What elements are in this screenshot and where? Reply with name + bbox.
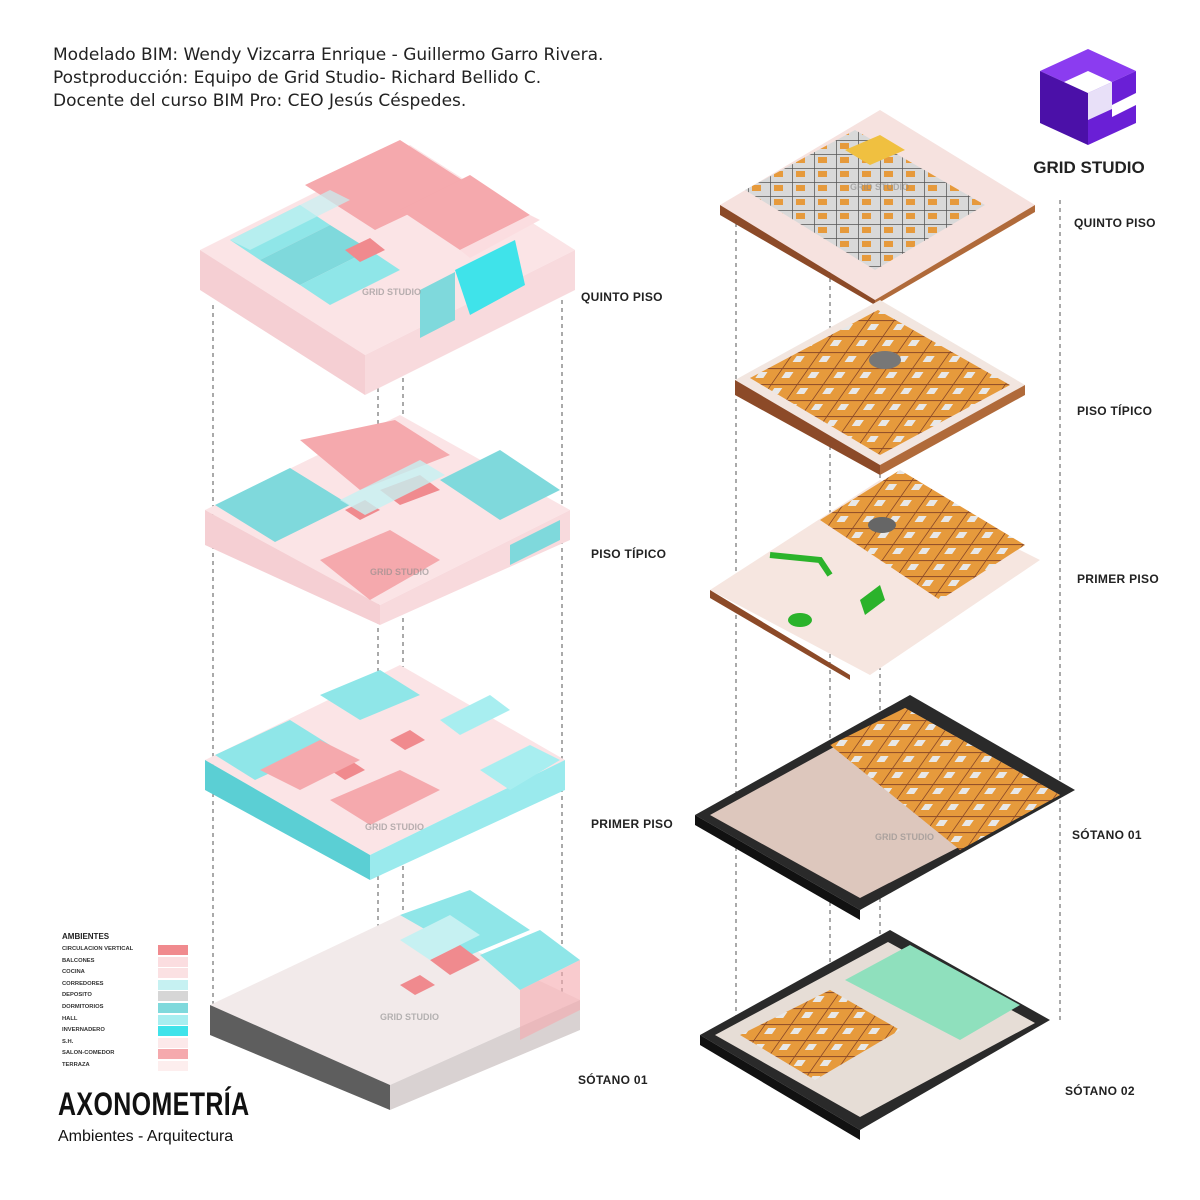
legend-item: DEPOSITO: [62, 991, 202, 1003]
watermarks: GRID STUDIO GRID STUDIO GRID STUDIO GRID…: [362, 182, 934, 1022]
left-floor-piso-tipico: [205, 415, 570, 625]
right-floor-primer-piso: [710, 470, 1040, 680]
brand-name: GRID STUDIO: [1033, 158, 1145, 177]
legend-item-label: DEPOSITO: [62, 992, 92, 999]
legend-swatch: [158, 1049, 188, 1060]
watermark-2: GRID STUDIO: [370, 567, 429, 577]
legend: AMBIENTES CIRCULACION VERTICAL BALCONES CO…: [62, 932, 202, 1073]
legend-item-label: CORREDORES: [62, 980, 104, 987]
legend-item-label: DORMITORIOS: [62, 1003, 104, 1010]
label-left-sotano-01: SÓTANO 01: [578, 1072, 648, 1087]
watermark-6: GRID STUDIO: [875, 832, 934, 842]
legend-swatch: [158, 945, 188, 955]
left-floor-quinto-piso: [200, 140, 575, 395]
legend-item-label: BALCONES: [62, 957, 95, 964]
legend-swatch: [158, 1026, 188, 1037]
legend-item: HALL: [62, 1014, 202, 1027]
credit-line-bim: Modelado BIM: Wendy Vizcarra Enrique - G…: [53, 45, 604, 65]
legend-swatch: [158, 979, 188, 990]
watermark-5: GRID STUDIO: [850, 182, 909, 192]
legend-item-label: COCINA: [62, 969, 85, 976]
right-floor-sotano-02: [700, 930, 1050, 1140]
legend-swatch: [158, 1037, 188, 1048]
credit-line-teacher: Docente del curso BIM Pro: CEO Jesús Cés…: [53, 91, 467, 111]
legend-item-label: HALL: [62, 1015, 78, 1022]
legend-swatch: [158, 956, 188, 967]
right-floor-piso-tipico: [735, 300, 1025, 475]
label-right-quinto-piso: QUINTO PISO: [1074, 216, 1156, 230]
legend-item: COCINA: [62, 968, 202, 980]
left-floor-sotano-01: [210, 890, 580, 1110]
legend-item: S.H.: [62, 1037, 202, 1050]
right-floor-sotano-01: [695, 695, 1075, 920]
legend-item-label: CIRCULACION VERTICAL: [62, 946, 134, 952]
page-title: AXONOMETRÍA: [58, 1086, 250, 1122]
label-left-quinto-piso: QUINTO PISO: [581, 290, 663, 304]
legend-item: BALCONES: [62, 956, 202, 969]
watermark-4: GRID STUDIO: [380, 1012, 439, 1022]
legend-item-label: TERRAZA: [62, 1061, 90, 1068]
legend-swatch: [158, 968, 188, 979]
credit-line-post: Postproducción: Equipo de Grid Studio- R…: [53, 68, 542, 88]
legend-item: SALON-COMEDOR: [62, 1049, 202, 1061]
label-left-piso-tipico: PISO TÍPICO: [591, 546, 666, 561]
legend-item-label: SALON-COMEDOR: [62, 1050, 115, 1057]
left-floor-primer-piso: [205, 665, 565, 880]
legend-item: TERRAZA: [62, 1060, 202, 1073]
label-right-primer-piso: PRIMER PISO: [1077, 572, 1159, 586]
legend-item: INVERNADERO: [62, 1026, 202, 1038]
legend-item-label: S.H.: [62, 1038, 74, 1045]
legend-swatch: [158, 991, 188, 1002]
legend-item: DORMITORIOS: [62, 1002, 202, 1015]
legend-rows: CIRCULACION VERTICAL BALCONES COCINA CORRED…: [62, 945, 202, 1073]
grid-studio-logo-icon: [1040, 49, 1136, 145]
label-left-primer-piso: PRIMER PISO: [591, 817, 673, 831]
legend-item-label: INVERNADERO: [62, 1027, 105, 1034]
watermark-1: GRID STUDIO: [362, 287, 421, 297]
label-right-sotano-01: SÓTANO 01: [1072, 827, 1142, 842]
page-subtitle: Ambientes - Arquitectura: [58, 1128, 234, 1145]
legend-swatch: [158, 1060, 188, 1071]
right-floor-quinto-piso: [720, 110, 1035, 305]
legend-item: CORREDORES: [62, 979, 202, 992]
label-right-sotano-02: SÓTANO 02: [1065, 1083, 1135, 1098]
legend-swatch: [158, 1002, 188, 1013]
legend-swatch: [158, 1014, 188, 1025]
label-right-piso-tipico: PISO TÍPICO: [1077, 403, 1152, 418]
credits: Modelado BIM: Wendy Vizcarra Enrique - G…: [53, 44, 603, 113]
legend-title: AMBIENTES: [62, 932, 110, 941]
legend-item: CIRCULACION VERTICAL: [62, 945, 202, 957]
watermark-3: GRID STUDIO: [365, 822, 424, 832]
